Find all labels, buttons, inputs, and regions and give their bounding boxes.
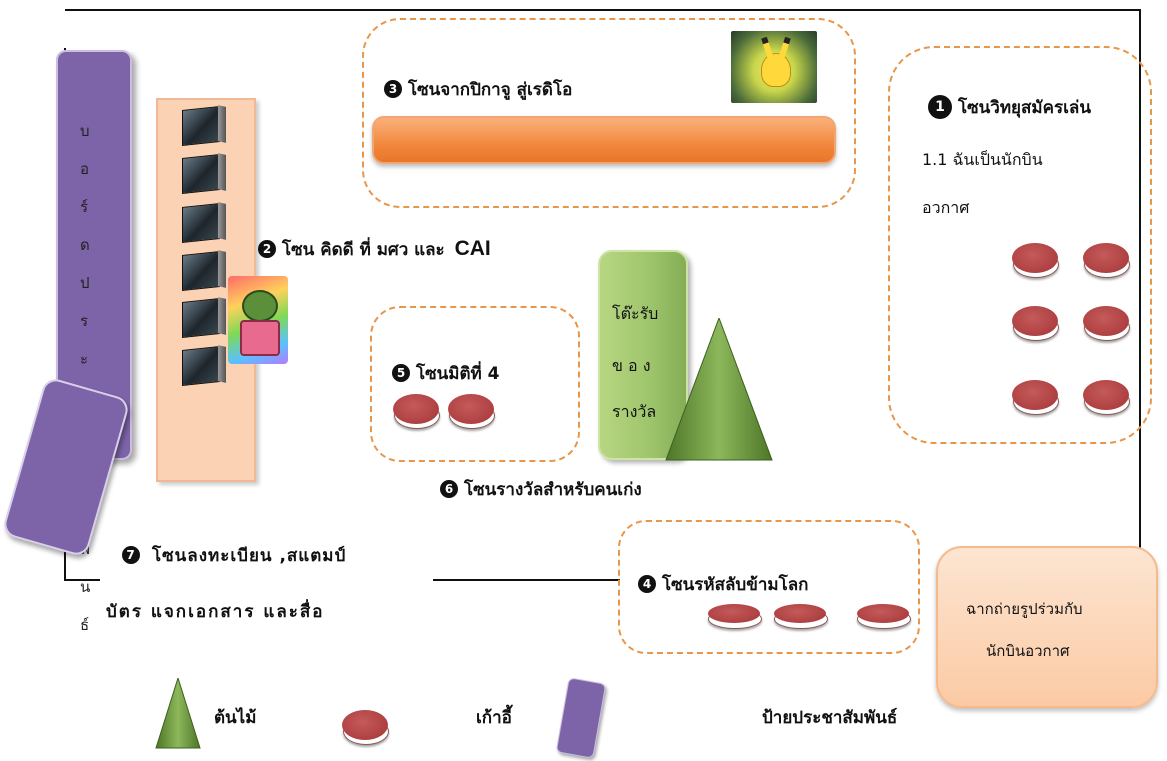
legend-chair-icon xyxy=(342,710,389,745)
zone7-title-line2: บัตร แจกเอกสาร และสื่อ xyxy=(106,602,325,622)
zone-number-badge: 5 xyxy=(392,364,410,382)
legend-pr-board-label: ป้ายประชาสัมพันธ์ xyxy=(762,708,898,728)
prize-table-line1: โต๊ะรับ xyxy=(612,304,659,323)
chair-seat xyxy=(448,394,495,429)
chair-seat xyxy=(1012,306,1059,341)
zone3-area xyxy=(362,18,856,208)
pikachu-image xyxy=(731,31,817,103)
cartoon-reader-image xyxy=(228,276,288,364)
chair-seat xyxy=(774,604,828,629)
computer-icon xyxy=(180,202,226,243)
prize-table-line2: ข อ ง xyxy=(612,356,651,375)
zone-number-badge: 4 xyxy=(638,575,656,593)
chair-seat xyxy=(1083,380,1130,415)
computer-icon xyxy=(180,297,226,338)
legend-tree-icon xyxy=(155,678,201,749)
photo-spot-line2: นักบินอวกาศ xyxy=(986,642,1070,660)
computer-icon xyxy=(180,250,226,291)
zone4-area xyxy=(618,520,920,654)
zone-number-badge: 3 xyxy=(384,80,402,98)
zone1-area xyxy=(888,46,1152,444)
chair-seat xyxy=(708,604,762,629)
zone-number-badge: 2 xyxy=(258,240,276,258)
photo-spot-line1: ฉากถ่ายรูปร่วมกับ xyxy=(966,600,1083,618)
chair-seat xyxy=(1083,306,1130,341)
prize-table xyxy=(598,250,688,460)
chair-seat xyxy=(1083,243,1130,278)
zone1-subtitle-line2: อวกาศ xyxy=(922,198,970,217)
chair-seat xyxy=(393,394,440,429)
computer-icon xyxy=(180,153,226,194)
computer-icon xyxy=(180,345,226,386)
legend-chair-label: เก้าอี้ xyxy=(476,708,512,728)
zone-number-badge: 7 xyxy=(122,546,140,564)
tree-icon xyxy=(665,318,773,461)
chair-seat xyxy=(1012,380,1059,415)
chair-seat xyxy=(857,604,911,629)
prize-table-line3: รางวัล xyxy=(612,402,657,421)
zone2-cai-label: CAI xyxy=(454,237,491,260)
zone3-stage-bar xyxy=(372,116,836,164)
zone-number-badge: 1 xyxy=(928,95,952,119)
zone5-area xyxy=(370,306,580,462)
legend-tree-label: ต้นไม้ xyxy=(214,708,257,728)
zone-number-badge: 6 xyxy=(440,480,458,498)
photo-spot-backdrop xyxy=(936,546,1158,708)
chair-seat xyxy=(1012,243,1059,278)
computer-icon xyxy=(180,105,226,146)
zone1-subtitle-line1: 1.1 ฉันเป็นนักบิน xyxy=(922,150,1043,169)
